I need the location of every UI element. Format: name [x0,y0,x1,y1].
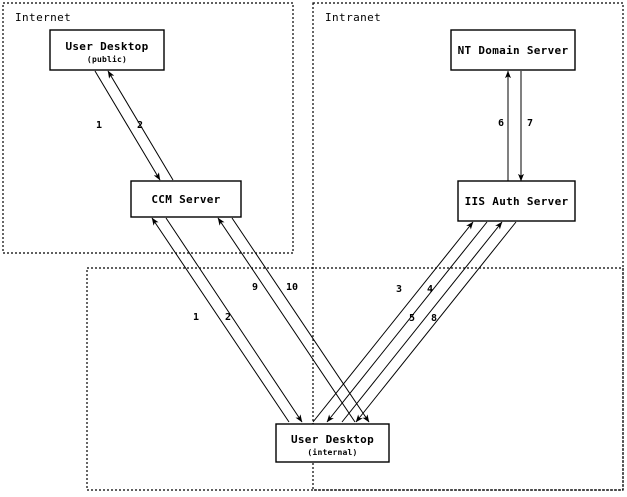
flow-edge-edge-2-public [107,70,174,181]
node-nt-domain-server[interactable]: NT Domain Server [450,29,576,71]
flow-edge-edge-8 [355,221,517,423]
node-title-nt-domain-server: NT Domain Server [458,44,569,57]
node-iis-auth-server[interactable]: IIS Auth Server [457,180,576,222]
node-subtitle-user-desktop-public: (public) [87,54,127,64]
flow-edge-edge-1-public [94,70,161,181]
edge-label-1: 1 [96,120,102,131]
flow-edge-edge-3 [312,221,474,423]
zone-boundary-internet [2,2,294,254]
edge-label-5: 5 [409,313,415,324]
edges-layer [94,70,525,423]
flow-edge-edge-2-internal [165,217,303,423]
node-title-user-desktop-internal: User Desktop [291,433,374,446]
edge-label-4: 4 [427,284,433,295]
zones-layer: Internet Intranet [2,2,624,491]
zone-boundary-internal-lan [86,267,624,491]
edge-label-1: 1 [193,312,199,323]
edge-labels-layer: 1 2 1 2 9 10 3 4 5 8 6 7 [96,118,533,324]
edge-label-6: 6 [498,118,504,129]
node-box-user-desktop-public[interactable] [49,29,165,71]
zone-internet: Internet [2,2,294,254]
node-title-ccm-server: CCM Server [151,193,220,206]
flow-edge-edge-1-internal [151,217,290,423]
edge-label-8: 8 [431,313,437,324]
node-title-user-desktop-public: User Desktop [65,40,148,53]
edge-label-2: 2 [137,120,143,131]
flow-edge-edge-10 [231,217,370,423]
flow-edge-edge-4 [326,221,488,423]
edge-label-2: 2 [225,312,231,323]
node-ccm-server[interactable]: CCM Server [130,180,242,218]
edge-label-3: 3 [396,284,402,295]
node-user-desktop-public[interactable]: User Desktop(public) [49,29,165,71]
edge-label-7: 7 [527,118,533,129]
node-subtitle-user-desktop-internal: (internal) [307,447,357,457]
zone-internal-lan [86,267,624,491]
edge-label-9: 9 [252,282,258,293]
zone-label-internet: Internet [15,11,71,24]
node-title-iis-auth-server: IIS Auth Server [465,195,569,208]
node-box-iis-auth-server[interactable] [457,180,576,222]
node-user-desktop-internal[interactable]: User Desktop(internal) [275,423,390,463]
flow-edge-edge-9 [217,217,356,423]
flow-edge-edge-5 [341,221,503,423]
node-box-user-desktop-internal[interactable] [275,423,390,463]
node-box-nt-domain-server[interactable] [450,29,576,71]
edge-label-10: 10 [286,282,298,293]
zone-label-intranet: Intranet [325,11,381,24]
node-box-ccm-server[interactable] [130,180,242,218]
